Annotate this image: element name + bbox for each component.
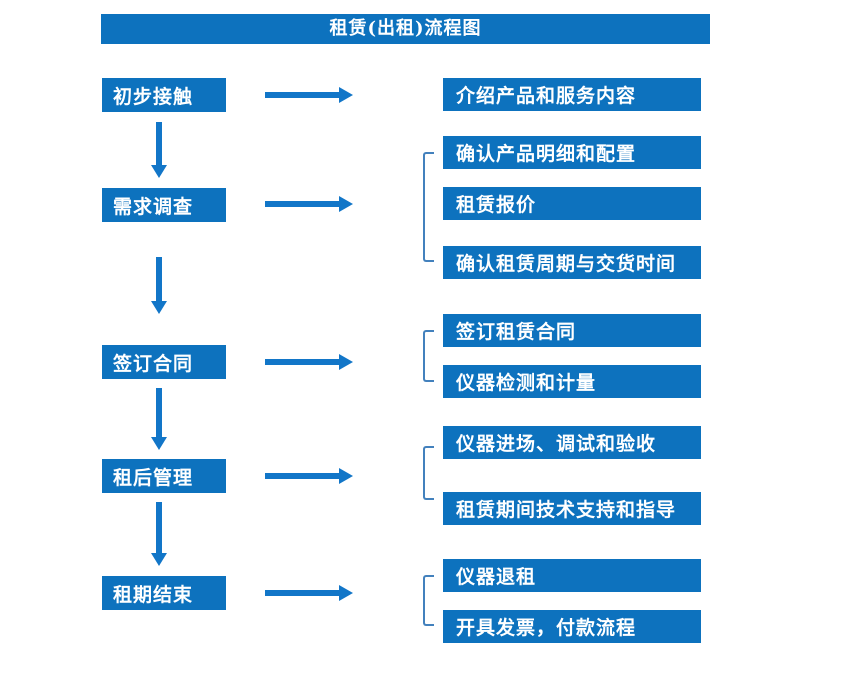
right-arrow-icon [265,468,353,484]
right-arrow-icon [265,354,353,370]
group-bracket [423,575,434,626]
stage-box-sign-contract: 签订合同 [102,345,226,379]
down-arrow-icon [151,257,167,314]
flowchart-title: 租赁(出租)流程图 [101,14,710,44]
detail-box-instrument-testing: 仪器检测和计量 [443,365,701,398]
detail-box-rental-quote: 租赁报价 [443,187,701,220]
down-arrow-icon [151,122,167,178]
stage-box-initial-contact: 初步接触 [102,78,226,112]
down-arrow-icon [151,388,167,450]
stage-box-demand-survey: 需求调查 [102,188,226,222]
detail-box-confirm-details: 确认产品明细和配置 [443,136,701,169]
detail-box-instrument-setup: 仪器进场、调试和验收 [443,426,701,459]
group-bracket [423,152,434,262]
detail-box-tech-support: 租赁期间技术支持和指导 [443,492,701,525]
stage-box-rental-end: 租期结束 [102,576,226,610]
detail-box-invoice-payment: 开具发票，付款流程 [443,610,701,643]
group-bracket [423,446,434,500]
right-arrow-icon [265,585,353,601]
detail-box-introduce-products: 介绍产品和服务内容 [443,78,701,111]
group-bracket [423,330,434,382]
detail-box-confirm-period: 确认租赁周期与交货时间 [443,246,701,279]
stage-box-post-rental-mgmt: 租后管理 [102,459,226,493]
right-arrow-icon [265,196,353,212]
detail-box-sign-rental-contract: 签订租赁合同 [443,314,701,347]
detail-box-instrument-return: 仪器退租 [443,559,701,592]
right-arrow-icon [265,87,353,103]
down-arrow-icon [151,502,167,566]
